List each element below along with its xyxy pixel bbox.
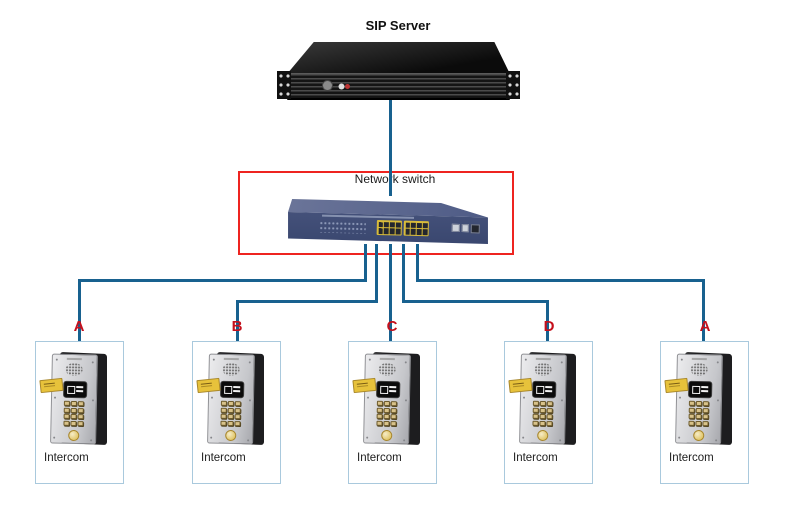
speaker-grille-icon: [64, 362, 83, 377]
switch-led-grid: [319, 221, 366, 234]
intercom-brand-mark: [691, 357, 707, 361]
intercom-display: [219, 380, 244, 399]
cable-segment: [78, 279, 81, 353]
intercom-device-image: [507, 351, 580, 448]
intercom-unit-box: Intercom: [348, 341, 437, 484]
cable-segment: [402, 300, 549, 303]
call-button-icon: [692, 429, 704, 442]
intercom-unit-box: Intercom: [35, 341, 124, 484]
intercom-unit-box: Intercom: [504, 341, 593, 484]
cable-server-to-switch: [389, 97, 392, 196]
intercom-label: Intercom: [44, 452, 89, 464]
yellow-tag: [507, 377, 533, 394]
yellow-tag: [351, 377, 377, 394]
cable-segment: [546, 300, 549, 353]
intercom-keypad: [375, 400, 397, 427]
server-power-button-icon: [322, 80, 333, 91]
intercom-label: Intercom: [513, 452, 558, 464]
cable-segment: [236, 300, 239, 353]
network-switch-label: Network switch: [354, 172, 436, 186]
sip-server-image: [277, 40, 520, 100]
cable-segment: [375, 244, 378, 303]
panel-screws: [680, 358, 683, 362]
cable-segment: [402, 244, 405, 303]
speaker-grille-icon: [689, 362, 708, 377]
intercom-keypad: [219, 400, 241, 427]
switch-uplink-ports: [451, 223, 480, 236]
cable-label-a1: A: [73, 318, 85, 335]
intercom-brand-mark: [535, 357, 551, 361]
intercom-label: Intercom: [669, 452, 714, 464]
cable-segment: [78, 279, 367, 282]
cable-label-d: D: [543, 318, 555, 335]
cable-label-c: C: [386, 318, 398, 335]
intercom-keypad: [687, 400, 709, 427]
switch-port-group-1: [376, 219, 402, 236]
intercom-device-image: [38, 351, 111, 448]
panel-screws: [212, 358, 215, 362]
cable-segment: [416, 279, 705, 282]
network-switch-image: [286, 197, 490, 247]
call-button-icon: [224, 429, 236, 442]
cable-segment: [416, 244, 419, 282]
intercom-label: Intercom: [357, 452, 402, 464]
intercom-device-image: [663, 351, 736, 448]
intercom-brand-mark: [66, 357, 82, 361]
switch-front-detail: [285, 197, 490, 252]
intercom-front-panel: [362, 353, 411, 445]
switch-top-panel: [288, 199, 488, 218]
intercom-brand-mark: [379, 357, 395, 361]
intercom-front-panel: [674, 353, 723, 445]
call-button-icon: [380, 429, 392, 442]
panel-screws: [55, 358, 58, 362]
server-top-panel: [287, 42, 510, 74]
cable-segment: [236, 300, 378, 303]
server-front-panel: [287, 73, 510, 100]
call-button-icon: [67, 429, 79, 442]
intercom-display: [62, 380, 87, 399]
intercom-unit-box: Intercom: [192, 341, 281, 484]
panel-screws: [368, 358, 371, 362]
intercom-brand-mark: [223, 357, 239, 361]
intercom-front-panel: [49, 353, 98, 445]
intercom-display: [687, 380, 712, 399]
intercom-front-panel: [518, 353, 567, 445]
intercom-device-image: [195, 351, 268, 448]
server-rack-ear-right: [506, 71, 520, 99]
intercom-label: Intercom: [201, 452, 246, 464]
yellow-tag: [38, 377, 64, 394]
cable-segment: [702, 279, 705, 353]
speaker-grille-icon: [221, 362, 240, 377]
intercom-display: [531, 380, 556, 399]
speaker-grille-icon: [533, 362, 552, 377]
intercom-device-image: [351, 351, 424, 448]
intercom-front-panel: [206, 353, 255, 445]
yellow-tag: [663, 377, 689, 394]
panel-screws: [524, 358, 527, 362]
call-button-icon: [536, 429, 548, 442]
yellow-tag: [195, 377, 221, 394]
intercom-keypad: [62, 400, 84, 427]
intercom-keypad: [531, 400, 553, 427]
switch-model-text-strip: [322, 214, 415, 219]
cable-segment: [364, 244, 367, 282]
cable-label-b: B: [231, 318, 243, 335]
cable-label-a2: A: [699, 318, 711, 335]
server-rack-ear-left: [277, 71, 291, 99]
switch-port-group-2: [403, 220, 429, 237]
intercom-display: [375, 380, 400, 399]
cable-segment: [389, 244, 392, 353]
intercom-unit-box: Intercom: [660, 341, 749, 484]
speaker-grille-icon: [377, 362, 396, 377]
sip-server-label: SIP Server: [365, 18, 431, 33]
